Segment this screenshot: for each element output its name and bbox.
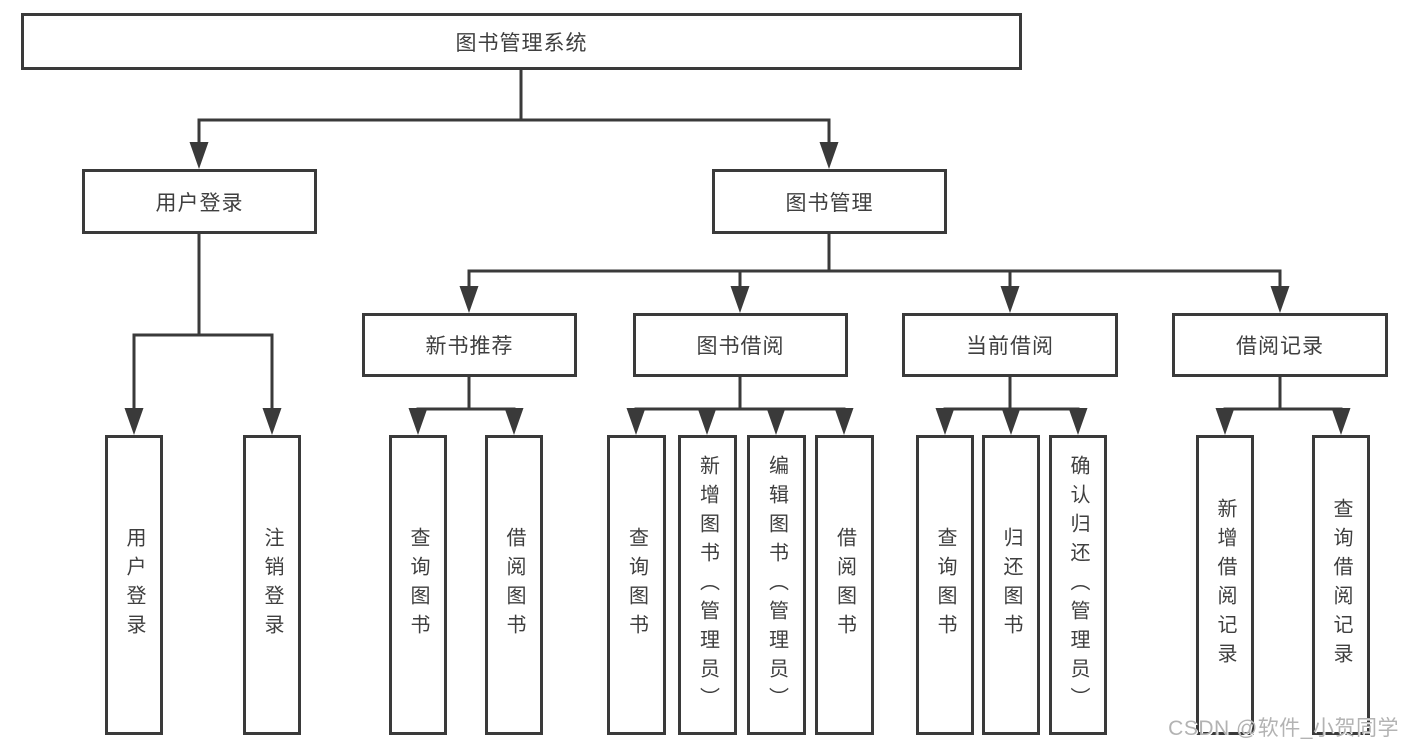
node-new-book-recommend-label: 新书推荐 [425,335,514,358]
leaf-user-login-label: 用户登录 [123,527,145,643]
leaf-borrow-book-recommend-label: 借阅图书 [503,527,525,643]
leaf-query-borrow-record-label: 查询借阅记录 [1330,498,1352,672]
csdn-watermark: CSDN @软件_小贺同学 [1168,717,1399,740]
node-borrow-record: 借阅记录 [1172,313,1388,377]
leaf-query-book-current: 查询图书 [916,435,974,735]
node-borrow-record-label: 借阅记录 [1236,335,1324,358]
leaf-edit-book-admin: 编辑图书（管理员） [747,435,806,735]
node-book-borrow: 图书借阅 [633,313,848,377]
node-current-borrow-label: 当前借阅 [966,335,1054,358]
leaf-add-book-admin-label: 新增图书（管理员） [696,454,719,716]
leaf-add-borrow-record: 新增借阅记录 [1196,435,1254,735]
leaf-borrow-book-label: 借阅图书 [833,527,856,643]
leaf-edit-book-admin-label: 编辑图书（管理员） [765,454,788,716]
leaf-logout: 注销登录 [243,435,301,735]
leaf-query-book-current-label: 查询图书 [934,527,956,643]
leaf-logout-label: 注销登录 [261,527,283,643]
leaf-borrow-book-recommend: 借阅图书 [485,435,543,735]
leaf-add-book-admin: 新增图书（管理员） [678,435,737,735]
leaf-query-book-borrow-label: 查询图书 [625,527,648,643]
node-user-login-label: 用户登录 [155,191,244,215]
node-book-management: 图书管理 [712,169,947,234]
node-book-borrow-label: 图书借阅 [696,335,785,358]
leaf-confirm-return-admin-label: 确认归还（管理员） [1067,454,1089,716]
node-root-label: 图书管理系统 [455,31,588,55]
leaf-add-borrow-record-label: 新增借阅记录 [1214,498,1236,672]
leaf-confirm-return-admin: 确认归还（管理员） [1049,435,1107,735]
leaf-query-book-borrow: 查询图书 [607,435,666,735]
leaf-return-book: 归还图书 [982,435,1040,735]
leaf-query-book-recommend: 查询图书 [389,435,447,735]
leaf-query-borrow-record: 查询借阅记录 [1312,435,1370,735]
node-user-login: 用户登录 [82,169,317,234]
leaf-borrow-book: 借阅图书 [815,435,874,735]
node-new-book-recommend: 新书推荐 [362,313,577,377]
node-book-management-label: 图书管理 [785,191,874,215]
leaf-return-book-label: 归还图书 [1000,527,1022,643]
leaf-query-book-recommend-label: 查询图书 [407,527,429,643]
node-current-borrow: 当前借阅 [902,313,1118,377]
leaf-user-login: 用户登录 [105,435,163,735]
node-root: 图书管理系统 [21,13,1022,70]
